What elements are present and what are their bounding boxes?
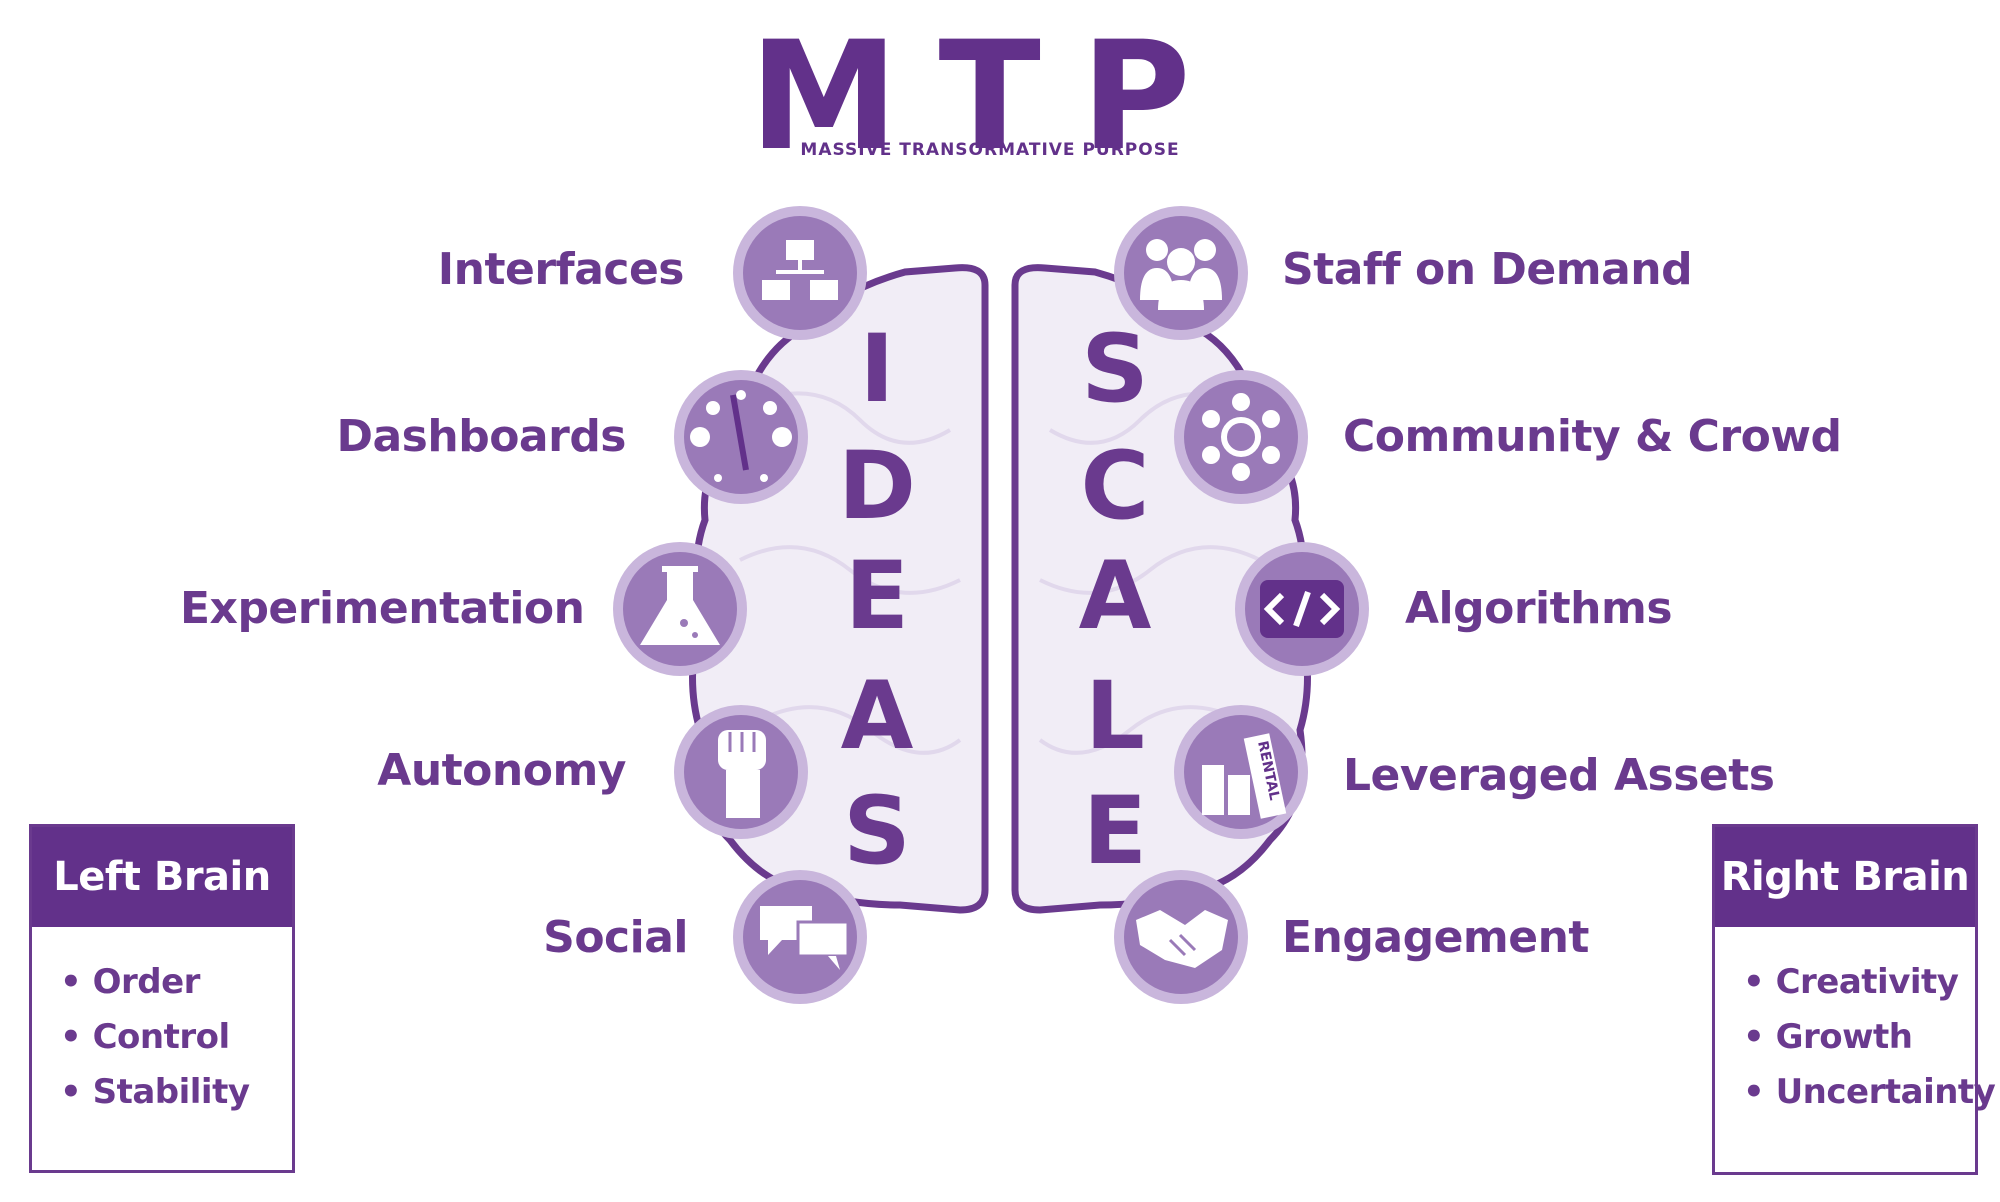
label-engagement: Engagement [1282,912,1589,963]
scale-letter-1: S [1081,315,1149,424]
label-algorithms: Algorithms [1405,583,1673,634]
right-brain-box: Right Brain Creativity Growth Uncertaint… [1712,824,1996,1175]
left-brain-list: Order Control Stability [32,927,292,1120]
scale-letter-3: A [1078,542,1152,651]
left-brain-item: Control [60,1010,292,1065]
label-autonomy: Autonomy [377,745,626,796]
ideas-letter-2: D [837,432,917,541]
scale-letter-2: C [1080,432,1150,541]
flask-icon [613,542,747,676]
ideas-letter-5: S [843,777,911,886]
community-circle-icon [1174,370,1308,504]
ideas-letter-3: E [844,542,910,651]
right-brain-item: Creativity [1743,955,1975,1010]
label-community-crowd: Community & Crowd [1343,411,1842,462]
page-title: MTP [749,10,1231,184]
right-brain-item: Growth [1743,1010,1975,1065]
people-group-icon [1114,206,1248,340]
left-brain-title: Left Brain [32,827,292,927]
speech-bubbles-icon [733,870,867,1004]
flowchart-icon [733,206,867,340]
ideas-letter-1: I [859,315,895,424]
left-brain-item: Order [60,955,292,1010]
rental-sign-icon: RENTAL [1174,705,1308,839]
right-brain-item: Uncertainty [1743,1065,1996,1120]
label-staff-on-demand: Staff on Demand [1282,244,1693,295]
label-social: Social [543,912,688,963]
scale-letter-4: L [1085,662,1145,771]
scale-letter-5: E [1082,777,1148,886]
right-brain-list: Creativity Growth Uncertainty [1715,927,1996,1120]
right-brain-title: Right Brain [1715,827,1975,927]
label-interfaces: Interfaces [437,244,685,295]
handshake-icon [1114,870,1248,1004]
gauge-icon [674,370,808,504]
page-subtitle: MASSIVE TRANSORMATIVE PURPOSE [800,140,1180,160]
label-dashboards: Dashboards [336,411,626,462]
label-experimentation: Experimentation [180,583,585,634]
left-brain-box: Left Brain Order Control Stability [29,824,295,1173]
left-brain-item: Stability [60,1065,292,1120]
code-brackets-icon [1235,542,1369,676]
raised-fist-icon [674,705,808,839]
label-leveraged-assets: Leveraged Assets [1343,750,1775,801]
ideas-letter-4: A [840,662,914,771]
